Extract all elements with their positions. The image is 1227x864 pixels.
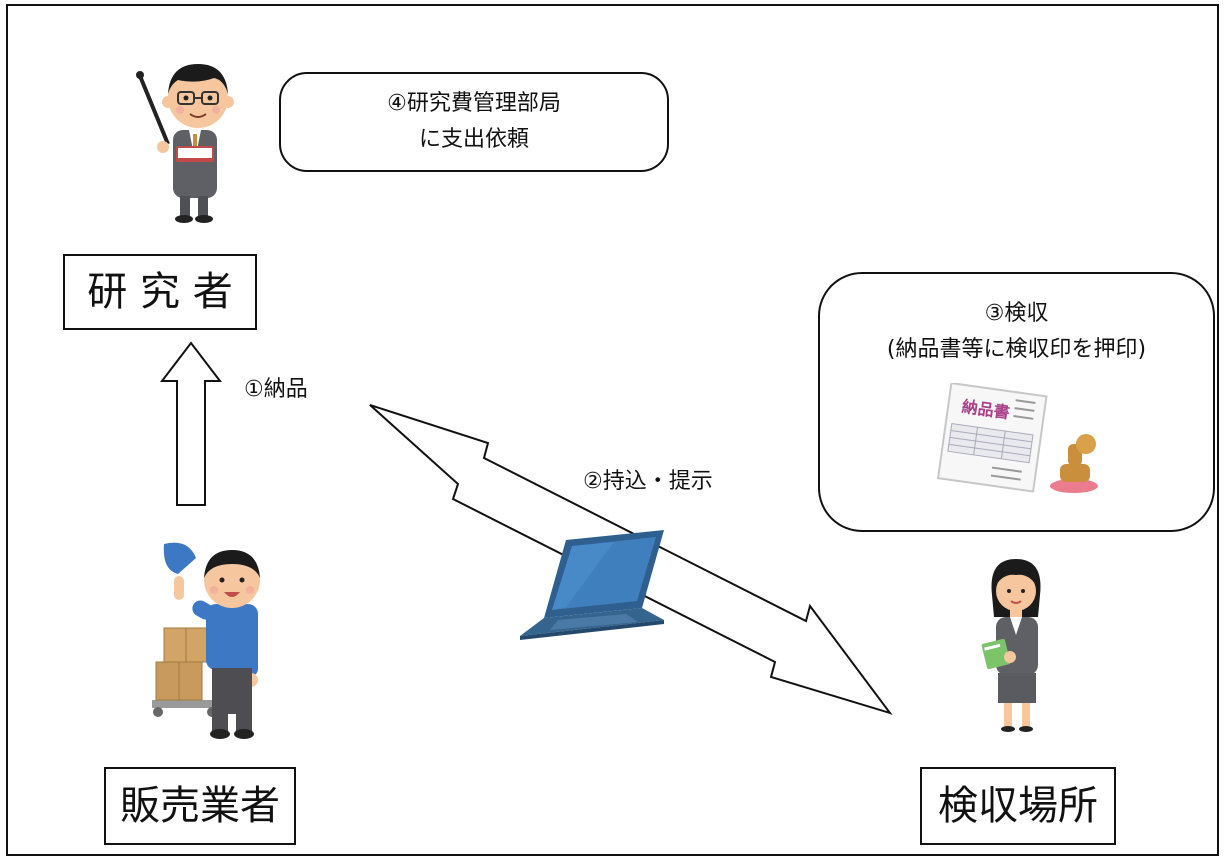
invoice-document-icon [936, 383, 1048, 493]
inspect-title: ③検収 [984, 301, 1049, 326]
request-bubble: ④研究費管理部局 に支出依頼 [279, 72, 669, 172]
vendor-label-box: 販売業者 [104, 767, 296, 845]
researcher-label-box: 研 究 者 [63, 254, 257, 330]
inspection-label-box: 検収場所 [920, 767, 1116, 845]
inspector-woman-icon [981, 559, 1041, 732]
researcher-teacher-icon [136, 64, 234, 223]
inspection-label: 検収場所 [938, 783, 1098, 829]
bring-step-label: ②持込・提示 [583, 469, 713, 494]
delivery-step-label: ①納品 [244, 377, 308, 402]
researcher-label: 研 究 者 [87, 269, 233, 315]
request-line-2: に支出依頼 [418, 127, 529, 153]
vendor-label: 販売業者 [120, 783, 280, 829]
stamp-icon [1050, 434, 1098, 493]
laptop-icon [520, 530, 664, 640]
vendor-worker-icon [152, 542, 260, 739]
delivery-up-arrow [159, 341, 223, 506]
inspect-detail: (納品書等に検収印を押印) [886, 337, 1147, 363]
request-line-1: ④研究費管理部局 [387, 91, 561, 116]
